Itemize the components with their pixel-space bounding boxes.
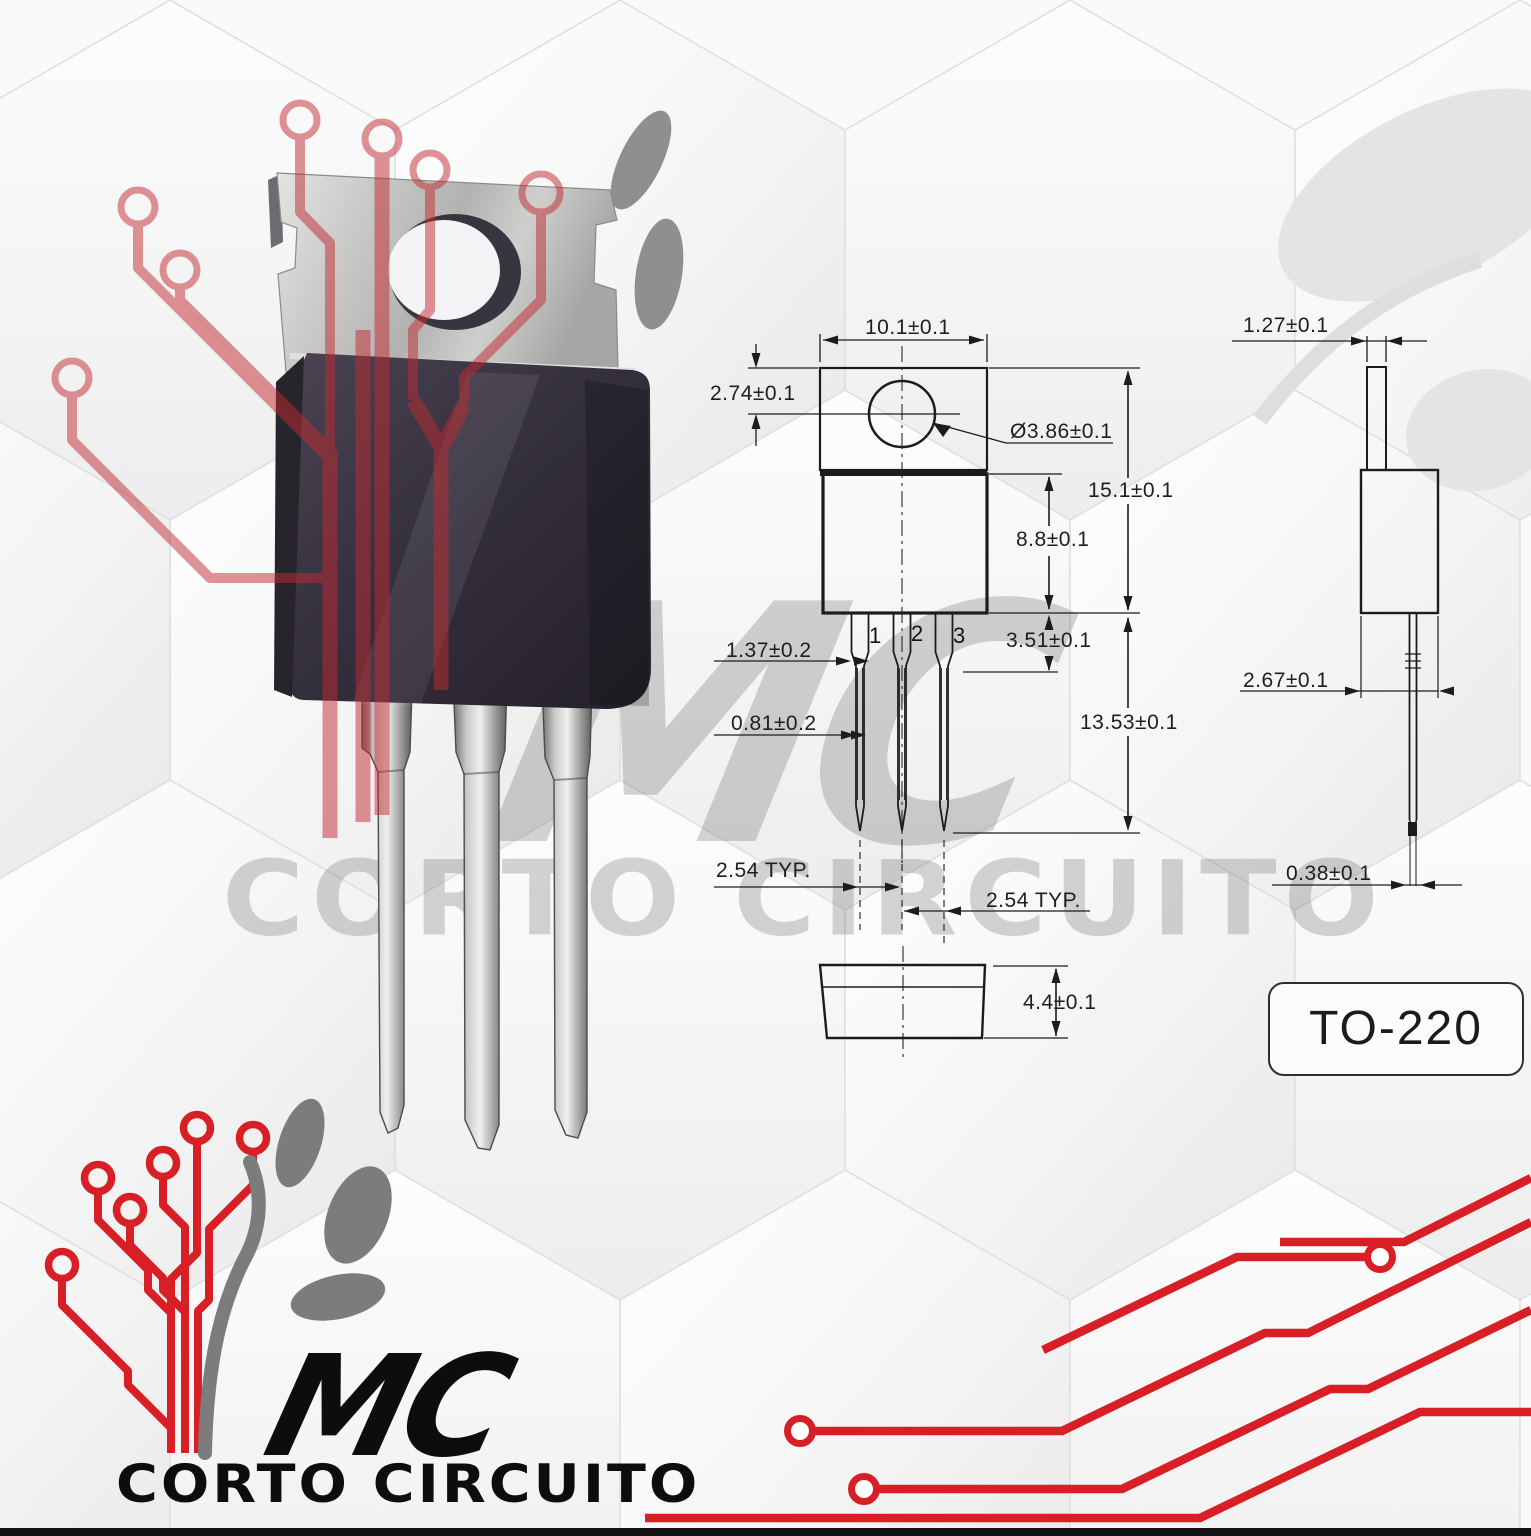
leaf-decoration-top-right <box>1253 88 1531 492</box>
arrowheads <box>751 335 1454 1036</box>
dim-hole-offset: 2.74±0.1 <box>710 382 796 405</box>
dim-tab-width: 10.1±0.1 <box>865 316 951 339</box>
dim-lead-narrow-width: 0.81±0.2 <box>731 712 817 735</box>
dim-shoulder-length: 3.51±0.1 <box>1006 629 1092 652</box>
circuit-trace-decoration-top-left <box>51 99 564 838</box>
pin-label-1: 1 <box>869 623 882 648</box>
dim-body-height: 8.8±0.1 <box>1016 528 1090 551</box>
pin-label-2: 2 <box>911 621 924 646</box>
dim-pitch-right: 2.54 TYP. <box>986 889 1081 912</box>
dim-lead-thickness: 0.38±0.1 <box>1286 862 1372 885</box>
dim-lead-wide-width: 1.37±0.2 <box>726 639 812 662</box>
mounting-hole <box>388 220 500 320</box>
watermark-name: CORTO CIRCUITO <box>222 839 1386 960</box>
dim-pitch-left: 2.54 TYP. <box>716 859 811 882</box>
dim-lead-length: 13.53±0.1 <box>1080 711 1178 734</box>
bottom-border <box>0 1528 1531 1536</box>
transistor-legs <box>361 677 593 1151</box>
dim-overall-height: 15.1±0.1 <box>1088 479 1174 502</box>
dim-body-depth: 2.67±0.1 <box>1243 669 1329 692</box>
side-view <box>1232 336 1462 886</box>
logo-name: CORTO CIRCUITO <box>116 1454 701 1516</box>
front-view-body <box>821 472 989 615</box>
circuit-trace-decoration-bottom-right <box>645 1174 1531 1523</box>
leaf-decoration-behind-tab <box>610 110 684 330</box>
bottom-view <box>818 963 987 1040</box>
package-label: TO-220 <box>1309 1002 1483 1055</box>
dimension-drawing <box>714 334 1462 1058</box>
centerlines <box>901 346 904 1058</box>
package-label-plate: TO-220 <box>1268 982 1524 1076</box>
dim-tab-thickness: 1.27±0.1 <box>1243 314 1329 337</box>
body-side-facet <box>274 356 304 697</box>
logo-circuit-tree <box>44 1098 392 1460</box>
dim-body-thickness: 4.4±0.1 <box>1023 991 1097 1014</box>
body-shadow <box>585 380 649 706</box>
dim-hole-diameter: Ø3.86±0.1 <box>1010 420 1113 443</box>
logo-plant <box>198 1098 392 1460</box>
pin-label-3: 3 <box>953 623 966 648</box>
front-view-tab <box>818 366 989 472</box>
